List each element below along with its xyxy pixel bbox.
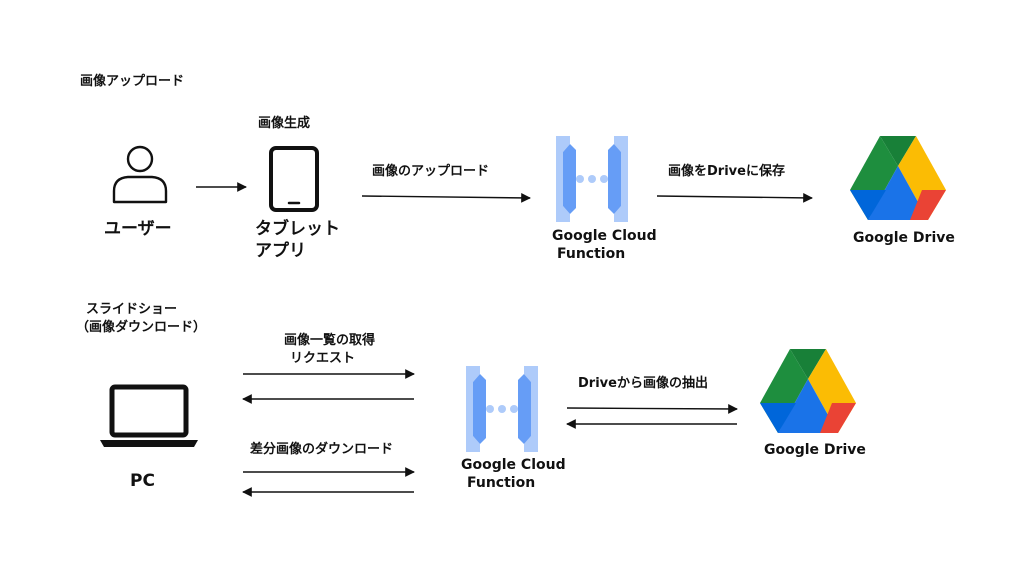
arrow-list-label-line1: 画像一覧の取得 <box>284 333 376 348</box>
arrow-list-label-line2: リクエスト <box>290 351 356 366</box>
arrow-upload <box>361 192 531 203</box>
drive-label-bottom: Google Drive <box>764 442 866 458</box>
function-label-line2: Function <box>557 246 626 262</box>
user-icon <box>112 145 168 204</box>
tablet-label-line1: タブレット <box>255 219 340 239</box>
arrow-extract-request <box>566 404 738 414</box>
function-label-line1: Google Cloud <box>552 228 657 244</box>
slideshow-section-title-line1: スライドショー <box>86 302 178 317</box>
arrow-upload-label: 画像のアップロード <box>372 164 490 179</box>
user-label: ユーザー <box>104 219 172 239</box>
upload-section-title: 画像アップロード <box>80 74 185 89</box>
function-label-bottom-line1: Google Cloud <box>461 457 566 473</box>
drive-label: Google Drive <box>853 230 955 246</box>
google-drive-icon <box>850 136 946 220</box>
arrow-extract-label: Driveから画像の抽出 <box>578 376 708 391</box>
cloud-functions-icon <box>556 136 628 222</box>
cloud-functions-icon <box>466 366 538 452</box>
pc-label: PC <box>130 471 155 491</box>
arrow-diff-label: 差分画像のダウンロード <box>250 442 394 457</box>
laptop-icon <box>100 384 198 447</box>
tablet-label-line2: アプリ <box>255 241 306 261</box>
tablet-top-label: 画像生成 <box>258 116 311 131</box>
google-drive-icon <box>760 349 856 433</box>
function-label-bottom-line2: Function <box>467 475 536 491</box>
tablet-icon <box>269 146 319 212</box>
arrow-save-to-drive <box>656 192 813 203</box>
arrow-save-label: 画像をDriveに保存 <box>668 164 785 179</box>
slideshow-section-title-line2: （画像ダウンロード） <box>76 320 207 335</box>
